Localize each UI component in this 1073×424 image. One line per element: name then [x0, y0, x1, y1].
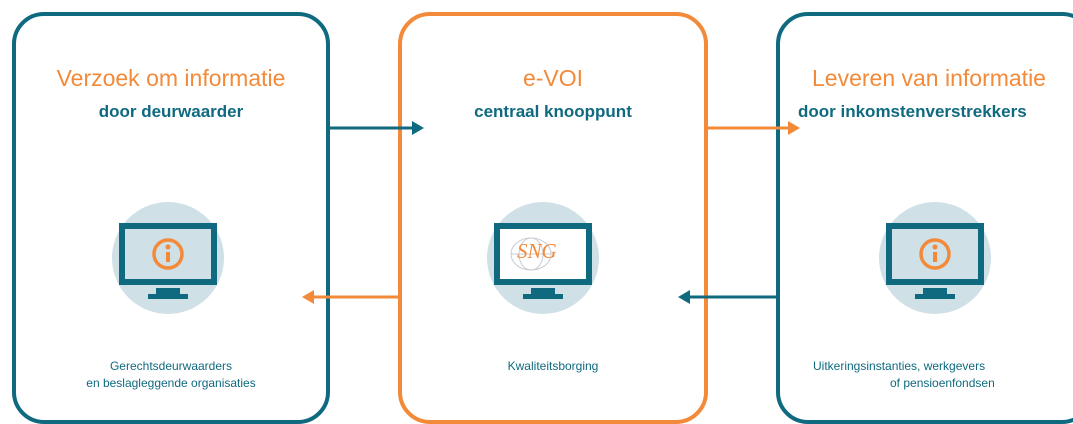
panel-title: Verzoek om informatie	[56, 65, 286, 91]
panel-central-hub: e-VOI centraal knooppunt SNG Kwaliteitsb…	[398, 12, 708, 424]
caption-line: en beslagleggende organisaties	[86, 376, 256, 390]
icon-circle	[879, 202, 991, 314]
panel-title: e-VOI	[522, 65, 584, 91]
monitor-sng-icon	[494, 223, 592, 299]
monitor-info-icon	[119, 223, 217, 299]
panel-delivery: Leveren van informatie door inkomstenver…	[776, 12, 1073, 424]
arrow-delivery-to-hub	[678, 290, 776, 304]
icon-circle: SNG	[487, 202, 599, 314]
caption-line: Uitkeringsinstanties, werkgevers	[813, 359, 986, 373]
caption-line: Gerechtsdeurwaarders	[109, 359, 233, 373]
panel-caption: Kwaliteitsborging	[402, 358, 704, 375]
monitor-info-icon	[886, 223, 984, 299]
panel-title: Leveren van informatie	[812, 65, 1046, 91]
caption-line: Kwaliteitsborging	[507, 359, 599, 373]
caption-line: of pensioenfondsen	[890, 376, 995, 390]
sng-logo: SNG	[517, 239, 557, 263]
panel-request: Verzoek om informatie door deurwaarder G…	[12, 12, 330, 424]
panel-subtitle: centraal knooppunt	[474, 102, 632, 121]
panel-subtitle: door inkomstenverstrekkers	[798, 102, 1027, 121]
panel-caption: Gerechtsdeurwaarders en beslagleggende o…	[16, 358, 326, 392]
panel-caption: Uitkeringsinstanties, werkgevers of pens…	[813, 358, 995, 392]
arrow-hub-to-request	[302, 290, 398, 304]
icon-circle	[112, 202, 224, 314]
arrow-hub-to-delivery	[708, 121, 800, 135]
arrow-request-to-hub	[330, 121, 424, 135]
panel-subtitle: door deurwaarder	[98, 102, 244, 121]
